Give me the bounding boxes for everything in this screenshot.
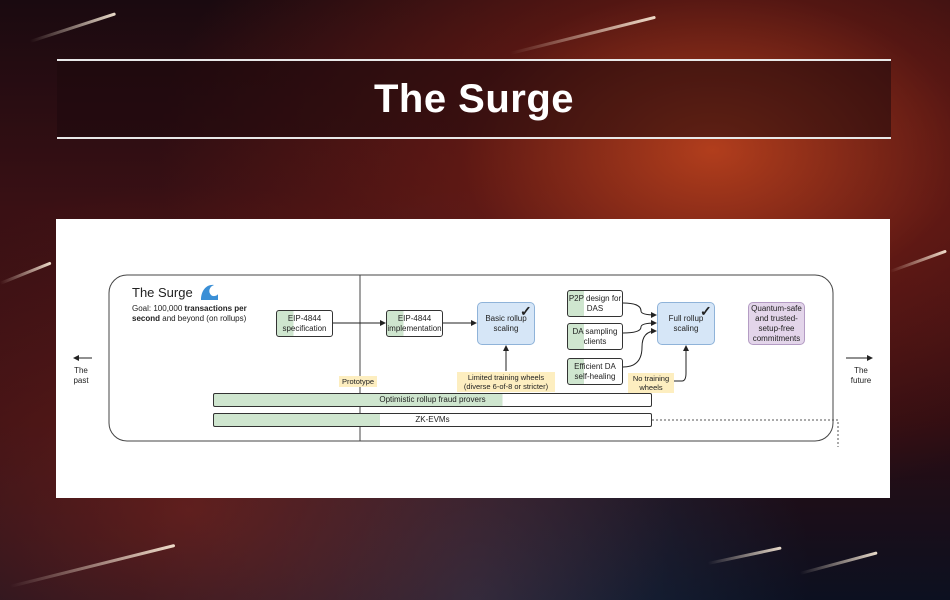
node-quantum-safe-commitments: Quantum-safe and trusted-setup-free comm… (748, 302, 805, 345)
node-basic-rollup-scaling: Basic rollup scaling (477, 302, 535, 345)
arrow-nowheels-to-full (668, 345, 689, 382)
node-eip4844-implementation: EIP-4844 implementation (386, 310, 443, 337)
arrow-p2p-to-full (622, 302, 657, 318)
meteor-streak (9, 543, 176, 588)
meteor-streak (29, 12, 117, 43)
meteor-streak (707, 546, 782, 565)
node-da-sampling-clients: DA sampling clients (567, 323, 623, 350)
wave-icon (199, 282, 220, 302)
bar-zk-evms: ZK-EVMs (213, 413, 652, 427)
meteor-streak (889, 249, 947, 273)
slide-title: The Surge (373, 76, 575, 121)
node-p2p-design-for-das: P2P design for DAS (567, 290, 623, 317)
note-no-training-wheels: No training wheels (628, 373, 674, 393)
arrow-sampling-to-full (622, 320, 657, 334)
arrow-efficient-to-full (622, 328, 657, 368)
meteor-streak (509, 15, 656, 55)
note-prototype: Prototype (339, 376, 378, 387)
full-rollup-checkmark: ✓ (700, 303, 712, 319)
meteor-streak (799, 551, 878, 575)
diagram-heading: The Surge (132, 285, 193, 300)
roadmap-diagram-panel: The Surge Goal: 100,000 transactions per… (56, 219, 890, 498)
future-label: The future (850, 366, 872, 385)
timeline-frame (108, 274, 834, 442)
zkevm-dashed-extension (652, 419, 839, 447)
slide-title-bar: The Surge (57, 59, 891, 139)
diagram-heading-text: The Surge (132, 285, 193, 300)
past-label: The past (73, 366, 89, 385)
bar-optimistic-rollup-fraud-provers: Optimistic rollup fraud provers (213, 393, 652, 407)
note-limited-training-wheels: Limited training wheels (diverse 6-of-8 … (457, 372, 555, 392)
meteor-streak (0, 261, 52, 285)
basic-rollup-checkmark: ✓ (520, 303, 532, 319)
node-efficient-da-self-healing: Efficient DA self-healing (567, 358, 623, 385)
diagram-lines (73, 274, 873, 447)
node-full-rollup-scaling: Full rollup scaling (657, 302, 715, 345)
node-eip4844-specification: EIP-4844 specification (276, 310, 333, 337)
